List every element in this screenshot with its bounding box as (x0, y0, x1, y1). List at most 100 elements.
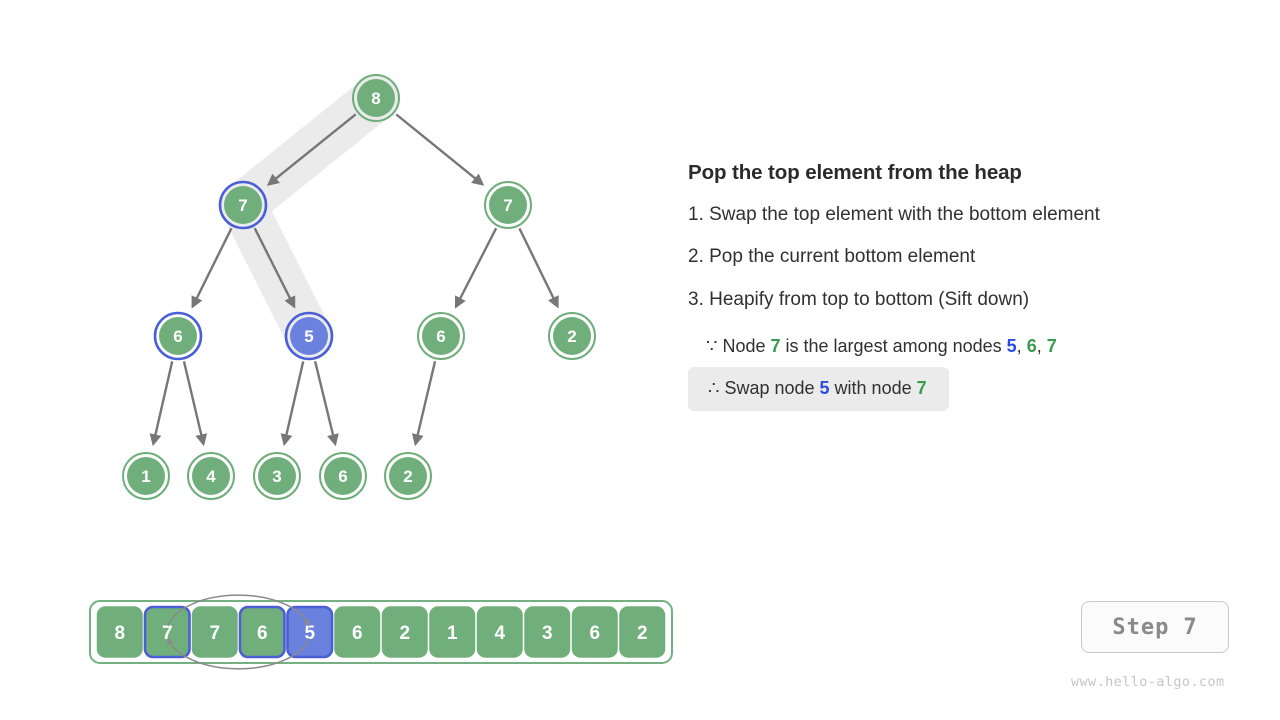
array-container (89, 600, 673, 664)
node-ring (484, 181, 532, 229)
tree-edge (253, 227, 296, 309)
array-cell-box (334, 606, 381, 658)
array-cell-box (286, 605, 334, 659)
node-disc (258, 457, 296, 495)
array-cell-value: 2 (637, 623, 648, 644)
inline-node-value: 5 (1006, 335, 1017, 356)
tree-edge (411, 361, 437, 447)
tree-nodes: 8 7 7 6 5 6 2 1 4 3 6 2 (122, 74, 596, 500)
array-cell: 3 (524, 606, 571, 658)
node-ring (218, 180, 268, 230)
array-cell-value: 2 (399, 623, 410, 644)
array-cell-box (191, 606, 238, 658)
array-cell-value: 6 (589, 623, 600, 644)
tree-edge (280, 361, 305, 447)
conclusion-row: ∴ Swap node 5 with node 7 (688, 365, 1248, 411)
array-cell-box (476, 606, 523, 658)
conclusion-text: ∴ Swap node 5 with node 7 (688, 366, 949, 411)
array-cell: 4 (476, 606, 523, 658)
node-ring (384, 452, 432, 500)
tree-node-4: 4 (187, 452, 235, 500)
tree-edges (149, 113, 559, 447)
node-label: 1 (141, 467, 150, 486)
array-cell-value: 7 (162, 623, 173, 644)
inline-node-value: 7 (1046, 335, 1057, 356)
node-label: 6 (173, 327, 182, 346)
tree-node-6: 6 (153, 311, 203, 361)
step-badge-label: Step (1112, 614, 1170, 640)
node-disc (224, 186, 262, 224)
array-cell-value: 1 (447, 623, 458, 644)
array-cell-value: 6 (352, 623, 363, 644)
tree-node-6: 6 (417, 312, 465, 360)
inline-node-value: 7 (770, 335, 781, 356)
array-cell-value: 3 (542, 623, 553, 644)
array-cell: 6 (238, 605, 286, 659)
node-disc (422, 317, 460, 355)
node-label: 7 (503, 196, 512, 215)
explanation-panel: Pop the top element from the heap 1. Swa… (688, 160, 1248, 411)
node-ring (122, 452, 170, 500)
array-cell: 2 (381, 606, 428, 658)
tree-edge (182, 361, 208, 447)
node-label: 3 (272, 467, 281, 486)
tree-edge (149, 361, 174, 447)
tree-node-7: 7 (484, 181, 532, 229)
array-cell-value: 6 (257, 623, 268, 644)
inline-node-value: 7 (916, 377, 927, 398)
node-label: 4 (206, 467, 216, 486)
tree-node-8: 8 (352, 74, 400, 122)
step-badge: Step 7 (1081, 601, 1229, 653)
tree-edge (313, 360, 339, 447)
node-label: 6 (436, 327, 445, 346)
node-disc (127, 457, 165, 495)
step-3-text: 3. Heapify from top to bottom (Sift down… (688, 288, 1030, 310)
node-label: 6 (338, 467, 347, 486)
node-ring (187, 452, 235, 500)
tree-node-2: 2 (548, 312, 596, 360)
node-ring (284, 311, 334, 361)
page-title: Pop the top element from the heap (688, 161, 1022, 184)
node-disc (553, 317, 591, 355)
tree-node-3: 3 (253, 452, 301, 500)
tree-edge (454, 227, 498, 309)
array-cell: 5 (286, 605, 334, 659)
node-ring (417, 312, 465, 360)
node-ring (253, 452, 301, 500)
array-cell-box (619, 606, 666, 658)
array-cell-box (143, 605, 191, 659)
node-disc (192, 457, 230, 495)
node-ring (548, 312, 596, 360)
swap-arc-top (167, 594, 311, 627)
node-ring (319, 452, 367, 500)
array-cell-box (524, 606, 571, 658)
node-ring (352, 74, 400, 122)
step-1-text: 1. Swap the top element with the bottom … (688, 203, 1100, 225)
node-disc (324, 457, 362, 495)
node-ring (153, 311, 203, 361)
array-cell-value: 8 (114, 623, 125, 644)
array-cell-box (238, 605, 286, 659)
tree-node-7: 7 (218, 180, 268, 230)
reason-text: ∵ Node 7 is the largest among nodes 5, 6… (706, 335, 1057, 356)
reason-row: ∵ Node 7 is the largest among nodes 5, 6… (688, 330, 1248, 365)
tree-node-5: 5 (284, 311, 334, 361)
array-cell-box (429, 606, 476, 658)
node-disc (389, 457, 427, 495)
array-cell: 7 (191, 606, 238, 658)
tree-node-1: 1 (122, 452, 170, 500)
step-badge-value: 7 (1183, 614, 1198, 640)
array-cell-value: 4 (494, 623, 505, 644)
tree-edge (518, 227, 559, 309)
node-label: 8 (371, 89, 380, 108)
node-label: 2 (403, 467, 412, 486)
node-disc (159, 317, 197, 355)
swap-arc (166, 594, 311, 670)
watermark: www.hello-algo.com (1071, 674, 1225, 690)
tree-node-6: 6 (319, 452, 367, 500)
node-disc (290, 317, 328, 355)
node-disc (357, 79, 395, 117)
array-cell: 6 (571, 606, 618, 658)
